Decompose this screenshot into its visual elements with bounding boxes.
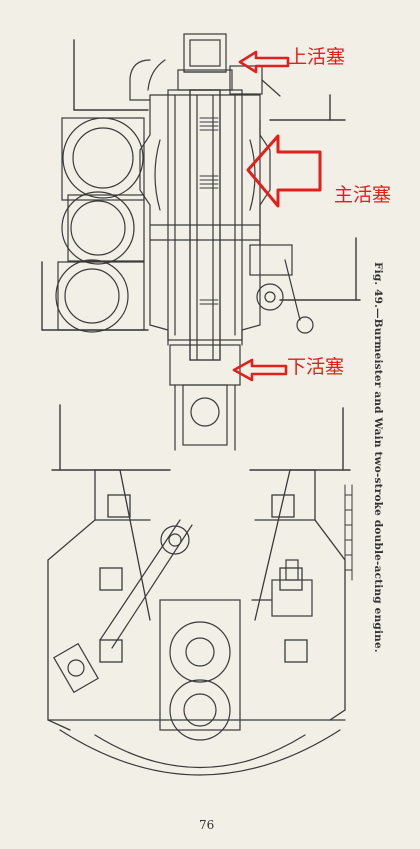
main-cylinder-block bbox=[139, 89, 271, 361]
lower-piston-arrow bbox=[232, 358, 288, 382]
scale-ruler bbox=[344, 484, 353, 581]
platform-railings bbox=[41, 39, 361, 471]
main-piston-arrow bbox=[246, 134, 322, 208]
exhaust-pipe bbox=[129, 59, 166, 101]
scavenge-manifold-2 bbox=[61, 191, 145, 265]
crank-wheel bbox=[59, 599, 341, 776]
page-number: 76 bbox=[199, 818, 215, 832]
upper-piston-arrow bbox=[238, 50, 290, 74]
upper-cylinder-head bbox=[177, 33, 233, 91]
upper-piston-label: 上活塞 bbox=[288, 46, 346, 68]
lower-piston-label: 下活塞 bbox=[287, 356, 345, 378]
main-piston-label: 主活塞 bbox=[334, 184, 392, 206]
scavenge-manifold-3 bbox=[55, 259, 145, 333]
engine-frame bbox=[47, 469, 346, 731]
fuel-pump bbox=[251, 559, 313, 617]
figure-caption: Fig. 49.—Burmeister and Wain two-stroke … bbox=[372, 262, 384, 653]
lower-cylinder bbox=[169, 344, 241, 451]
connecting-rod bbox=[53, 519, 193, 694]
scavenge-manifold-1 bbox=[61, 117, 145, 201]
